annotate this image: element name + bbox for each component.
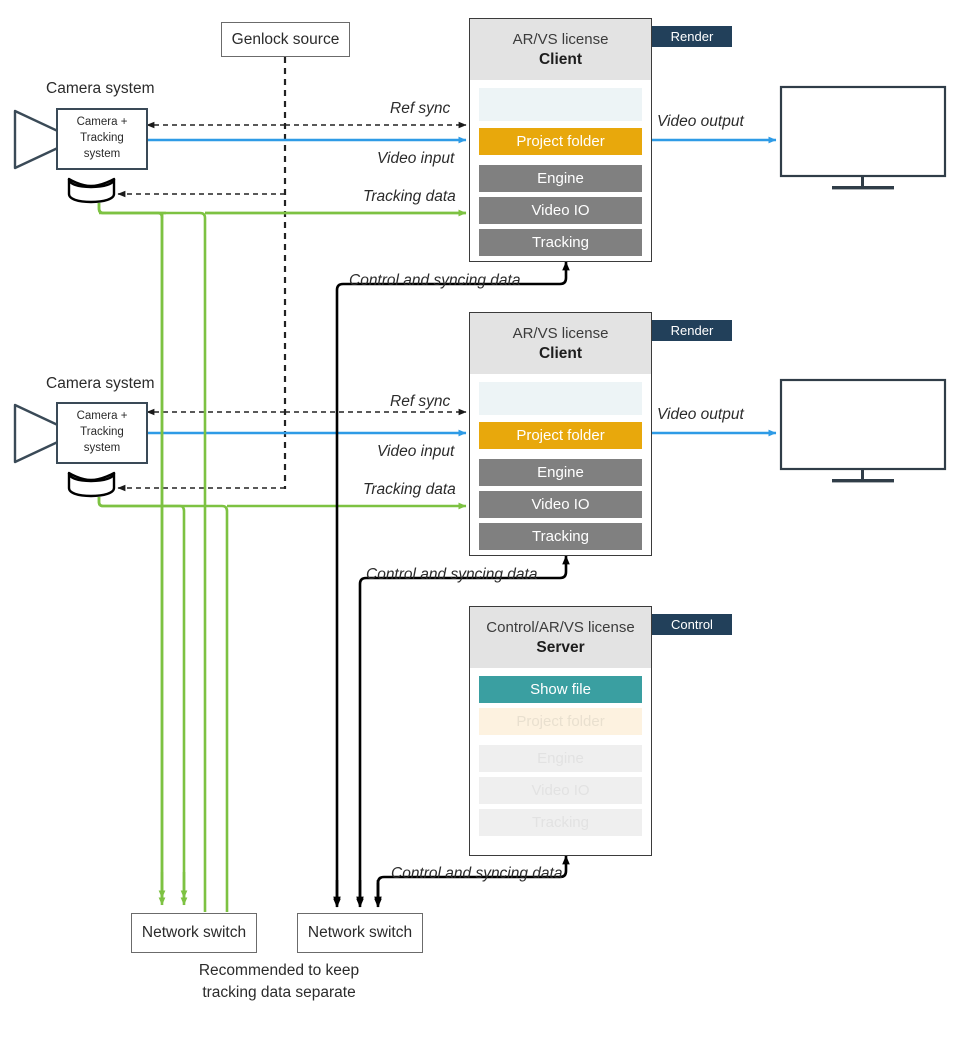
- camera-2-tracker-puck-icon: [67, 471, 116, 498]
- camera-1-body: Camera + Tracking system: [56, 108, 148, 170]
- client-1-row-engine[interactable]: Engine: [479, 165, 642, 193]
- label-ref-sync-2: Ref sync: [390, 393, 451, 410]
- client-2-row-tracking[interactable]: Tracking: [479, 523, 642, 551]
- server-row-video-io[interactable]: Video IO: [479, 777, 642, 805]
- client-2-row-blank[interactable]: [479, 382, 642, 416]
- server-module-list: Show file Project folder Engine Video IO…: [470, 668, 651, 850]
- camera-1-tracker-puck-icon: [67, 177, 116, 204]
- server-row-project-folder[interactable]: Project folder: [479, 708, 642, 736]
- client-2-header: AR/VS license Client: [470, 313, 651, 375]
- server-license: Control/AR/VS license: [486, 619, 635, 636]
- network-switch-control[interactable]: Network switch: [297, 913, 423, 953]
- footnote-line-2: tracking data separate: [202, 984, 356, 1002]
- label-tracking-data-2: Tracking data: [363, 481, 456, 498]
- label-video-input-2: Video input: [377, 443, 455, 460]
- genlock-source-label: Genlock source: [231, 30, 340, 48]
- client-2-row-project-folder[interactable]: Project folder: [479, 422, 642, 450]
- camera-1-line2: Tracking: [80, 132, 124, 145]
- camera-2-line2: Tracking: [80, 426, 124, 439]
- server-panel[interactable]: Control/AR/VS license Server Show file P…: [469, 606, 652, 856]
- label-control-sync-2: Control and syncing data: [366, 566, 538, 583]
- client-1-row-project-folder[interactable]: Project folder: [479, 128, 642, 156]
- network-switch-tracking[interactable]: Network switch: [131, 913, 257, 953]
- label-video-input-1: Video input: [377, 150, 455, 167]
- client-1-license: AR/VS license: [512, 31, 609, 48]
- client-2-license: AR/VS license: [512, 325, 609, 342]
- label-control-sync-1: Control and syncing data: [349, 272, 521, 289]
- footnote-line-1: Recommended to keep: [198, 962, 360, 979]
- client-2-render-badge: Render: [652, 320, 732, 341]
- label-tracking-data-1: Tracking data: [363, 188, 456, 205]
- server-role: Server: [536, 638, 585, 656]
- server-control-badge: Control: [652, 614, 732, 635]
- client-2-row-engine[interactable]: Engine: [479, 459, 642, 487]
- camera-system-2-title: Camera system: [46, 375, 155, 392]
- label-ref-sync-1: Ref sync: [390, 100, 451, 117]
- label-control-sync-3: Control and syncing data: [391, 865, 563, 882]
- client-2-module-list: Project folder Engine Video IO Tracking: [470, 374, 651, 564]
- camera-system-1-title: Camera system: [46, 80, 155, 97]
- network-switch-tracking-label: Network switch: [141, 924, 247, 941]
- camera-2-body: Camera + Tracking system: [56, 402, 148, 464]
- server-row-engine[interactable]: Engine: [479, 745, 642, 773]
- client-1-row-tracking[interactable]: Tracking: [479, 229, 642, 257]
- camera-2-line3: system: [83, 441, 121, 454]
- label-video-output-2: Video output: [657, 406, 744, 423]
- label-video-output-1: Video output: [657, 113, 744, 130]
- client-2-role: Client: [538, 344, 583, 362]
- client-1-row-blank[interactable]: [479, 88, 642, 122]
- network-switch-control-label: Network switch: [307, 924, 413, 941]
- monitor-2-icon: [779, 378, 947, 483]
- server-header: Control/AR/VS license Server: [470, 607, 651, 669]
- camera-2-line1: Camera +: [76, 410, 128, 423]
- footnote: Recommended to keep tracking data separa…: [104, 960, 454, 1005]
- camera-1-line1: Camera +: [76, 116, 128, 129]
- server-row-show-file[interactable]: Show file: [479, 676, 642, 704]
- client-1-panel[interactable]: AR/VS license Client Project folder Engi…: [469, 18, 652, 262]
- client-1-header: AR/VS license Client: [470, 19, 651, 81]
- client-2-panel[interactable]: AR/VS license Client Project folder Engi…: [469, 312, 652, 556]
- client-1-module-list: Project folder Engine Video IO Tracking: [470, 80, 651, 270]
- server-row-tracking[interactable]: Tracking: [479, 809, 642, 837]
- genlock-source-box: Genlock source: [221, 22, 350, 57]
- client-1-render-badge: Render: [652, 26, 732, 47]
- camera-1-line3: system: [83, 147, 121, 160]
- monitor-1-icon: [779, 85, 947, 190]
- client-1-role: Client: [538, 50, 583, 68]
- client-1-row-video-io[interactable]: Video IO: [479, 197, 642, 225]
- client-2-row-video-io[interactable]: Video IO: [479, 491, 642, 519]
